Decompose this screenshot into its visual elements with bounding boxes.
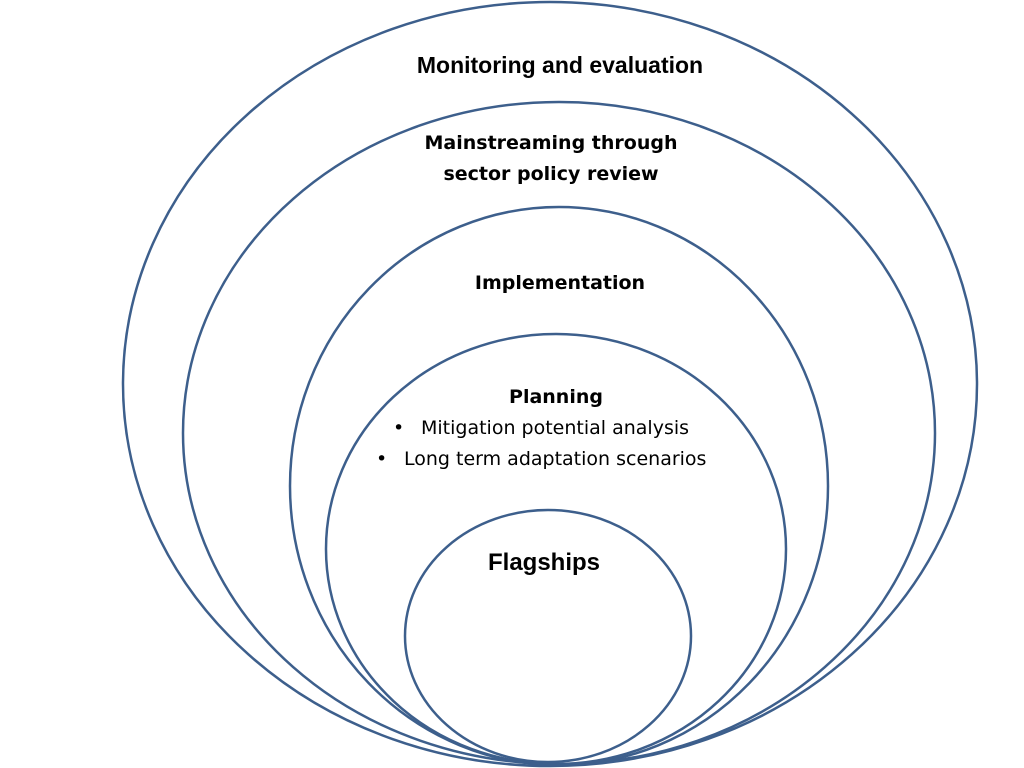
layer-title-planning: Planning bbox=[509, 386, 603, 408]
layer-title-flagships: Flagships bbox=[487, 549, 601, 576]
layer-title-implementation: Implementation bbox=[474, 272, 646, 294]
layer-title-mainstreaming-line-2: sector policy review bbox=[443, 163, 659, 185]
bullet-text-adaptation: Long term adaptation scenarios bbox=[404, 448, 707, 470]
planning-bullet-item: • Mitigation potential analysis bbox=[393, 417, 689, 439]
ellipse-planning bbox=[324, 332, 788, 766]
bullet-text-mitigation: Mitigation potential analysis bbox=[421, 417, 690, 439]
bullet-icon: • bbox=[393, 417, 405, 439]
ellipse-flagships bbox=[403, 508, 693, 764]
layer-title-mainstreaming-line-1: Mainstreaming through bbox=[424, 132, 678, 154]
bullet-icon: • bbox=[376, 448, 388, 470]
layer-title-monitoring-evaluation: Monitoring and evaluation bbox=[416, 52, 704, 78]
ellipse-monitoring-evaluation bbox=[121, 0, 979, 768]
planning-bullet-item: • Long term adaptation scenarios bbox=[376, 448, 706, 470]
